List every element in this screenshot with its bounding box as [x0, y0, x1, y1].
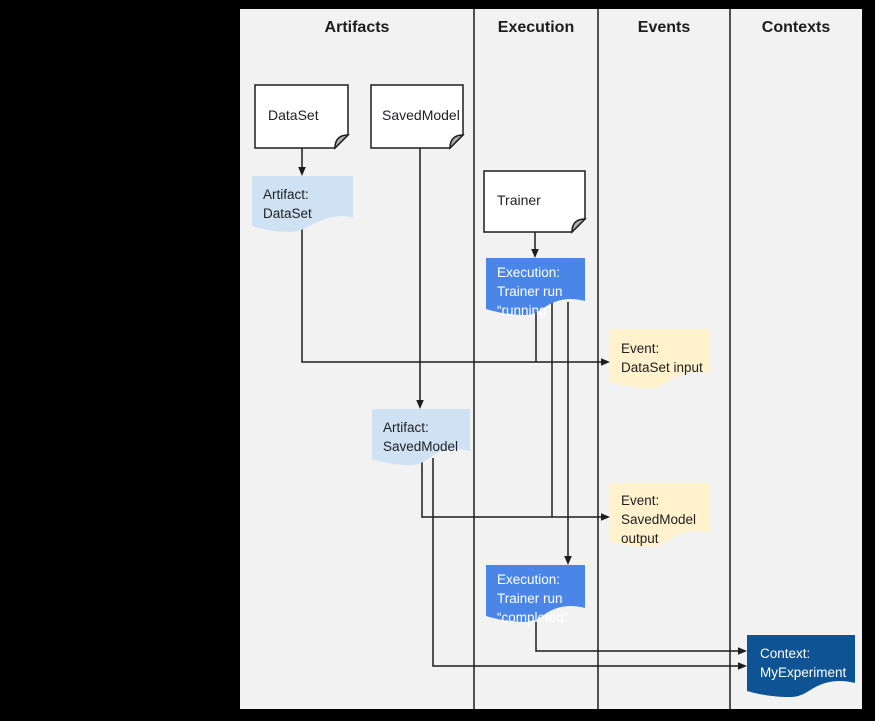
- artifact-savedmodel-label: Artifact: SavedModel: [372, 409, 470, 456]
- arrowhead-into-artifact-dataset: [298, 167, 306, 176]
- artifact-dataset-line2: DataSet: [263, 206, 312, 221]
- event-dataset-input-line1: Event:: [621, 341, 660, 356]
- connector-artifactsavedmodel-to-context: [432, 458, 738, 667]
- trainer-fold-corner-icon: [571, 218, 587, 234]
- node-event-savedmodel-output-shape: [610, 483, 710, 547]
- event-savedmodel-output-line3: output: [621, 531, 659, 546]
- execution-running-line1: Execution:: [497, 265, 561, 280]
- execution-running-line2: Trainer run: [497, 284, 563, 299]
- artifact-savedmodel-line1: Artifact:: [383, 420, 429, 435]
- arrowhead-into-artifact-savedmodel: [416, 400, 424, 409]
- trainer-node-label: Trainer: [497, 192, 541, 208]
- savedmodel-fold-corner-icon: [449, 134, 465, 150]
- event-savedmodel-output-line1: Event:: [621, 493, 660, 508]
- execution-completed-label: Execution: Trainer run “completed”: [486, 565, 585, 627]
- arrowhead-into-event-savedmodel-output: [601, 513, 610, 521]
- connector-artifactdataset-to-event: [301, 226, 601, 363]
- node-execution-completed-shape: [486, 565, 585, 622]
- column-dividers: [473, 9, 731, 709]
- context-myexperiment-line1: Context:: [760, 646, 811, 661]
- record-nodes: [252, 176, 855, 697]
- arrowhead-into-execution-completed: [564, 556, 572, 565]
- dataset-fold-corner-icon: [334, 134, 350, 150]
- node-execution-running-shape: [486, 258, 585, 315]
- column-header-contexts: Contexts: [761, 19, 831, 36]
- execution-completed-line2: Trainer run: [497, 591, 563, 606]
- type-boxes: [254, 84, 587, 234]
- context-myexperiment-line2: MyExperiment: [760, 665, 847, 680]
- event-savedmodel-output-label: Event: SavedModel output: [610, 483, 710, 548]
- execution-completed-line3: “completed”: [497, 610, 569, 625]
- column-header-execution: Execution: [497, 19, 575, 36]
- artifact-dataset-label: Artifact: DataSet: [252, 176, 353, 223]
- node-artifact-savedmodel-shape: [372, 409, 470, 465]
- arrowhead-into-context-upper: [738, 647, 747, 655]
- connector-completed-to-context: [535, 612, 738, 652]
- artifact-savedmodel-line2: SavedModel: [383, 439, 459, 454]
- node-event-dataset-input-shape: [610, 329, 710, 388]
- arrowheads: [298, 167, 747, 670]
- event-dataset-input-label: Event: DataSet input: [610, 329, 710, 377]
- context-myexperiment-label: Context: MyExperiment: [747, 635, 855, 682]
- event-savedmodel-output-line2: SavedModel: [621, 512, 697, 527]
- arrowhead-into-context-lower: [738, 662, 747, 670]
- execution-running-line3: “running”: [497, 303, 552, 318]
- connector-artifactsavedmodel-to-event: [421, 456, 601, 518]
- arrowhead-into-event-dataset-input: [601, 358, 610, 366]
- execution-completed-line1: Execution:: [497, 572, 561, 587]
- dataset-node-label: DataSet: [268, 107, 319, 123]
- savedmodel-node-label: SavedModel: [382, 107, 460, 123]
- node-artifact-dataset-shape: [252, 176, 353, 232]
- column-header-artifacts: Artifacts: [324, 19, 390, 36]
- execution-running-label: Execution: Trainer run “running”: [486, 258, 585, 320]
- arrowhead-into-execution-running: [531, 249, 539, 258]
- artifact-dataset-line1: Artifact:: [263, 187, 309, 202]
- event-dataset-input-line2: DataSet input: [621, 360, 703, 375]
- node-context-myexperiment-shape: [747, 635, 855, 697]
- column-header-events: Events: [637, 19, 691, 36]
